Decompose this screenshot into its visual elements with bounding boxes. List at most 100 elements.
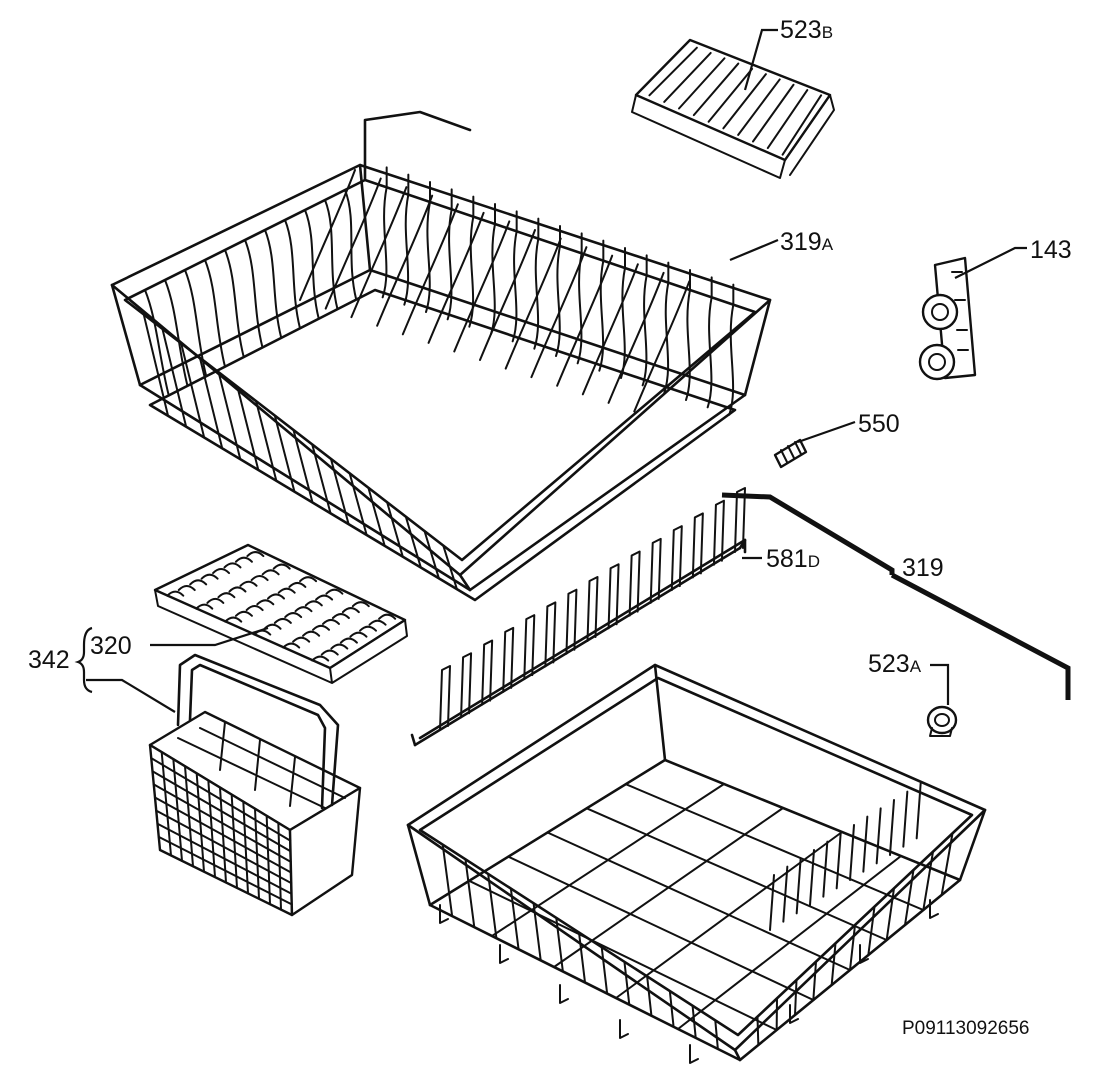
- basket-mesh: [156, 822, 293, 895]
- grid-slot: [378, 613, 397, 620]
- basket-wire: [442, 544, 458, 591]
- basket-wire: [404, 515, 422, 569]
- floor-wire: [624, 783, 925, 911]
- fold-down-tine: [691, 512, 704, 579]
- plate-rack-tine: [607, 271, 665, 404]
- basket-tine: [555, 225, 561, 357]
- basket-upright: [623, 960, 631, 1006]
- plate-rack-tine: [350, 186, 408, 319]
- basket-upright: [922, 850, 934, 911]
- basket-tine: [344, 189, 358, 301]
- basket-upright: [812, 960, 817, 1001]
- basket-wire: [367, 486, 386, 547]
- grid-slot: [288, 581, 307, 588]
- basket-mesh: [154, 796, 292, 874]
- basket-mesh: [157, 835, 293, 906]
- plate-rack-tine: [633, 280, 691, 413]
- callout-550: 550: [858, 410, 900, 438]
- basket-tine: [598, 239, 605, 372]
- leader-143: [954, 246, 1027, 279]
- assembly-bracket-319: [721, 492, 1071, 700]
- plate-rack-tine: [530, 246, 588, 379]
- shelf-slat: [663, 51, 712, 103]
- grid-slot: [239, 580, 258, 587]
- fold-down-tine: [460, 652, 473, 719]
- basket-tine: [685, 269, 691, 401]
- grid-slot: [246, 551, 265, 558]
- grid-slot: [359, 625, 378, 632]
- basket-tine: [204, 259, 226, 368]
- plate-rack-tine: [299, 169, 356, 301]
- basket-tine: [244, 239, 264, 349]
- basket-upright: [849, 924, 856, 971]
- floor-wire: [546, 831, 851, 971]
- callout-143: 143: [1030, 236, 1072, 264]
- basket-wire: [292, 429, 314, 504]
- grid-slot: [250, 575, 269, 582]
- shelf-slat: [692, 62, 740, 117]
- floor-wire: [507, 855, 815, 1001]
- grid-slot: [304, 600, 323, 607]
- basket-foot: [859, 944, 869, 964]
- basket-tine: [576, 232, 583, 365]
- roller-assembly-part: [918, 256, 977, 381]
- basket-tine: [324, 199, 339, 311]
- basket-tine: [889, 799, 895, 856]
- fold-down-tine: [734, 487, 746, 553]
- shelf-slat: [752, 83, 795, 143]
- basket-wire: [423, 530, 440, 580]
- basket-upright: [830, 942, 837, 986]
- basket-wire: [273, 414, 296, 493]
- basket-wire: [255, 400, 278, 482]
- grid-slot: [234, 556, 253, 563]
- callout-320: 320: [90, 632, 132, 660]
- grid-slot: [321, 618, 340, 625]
- basket-upright: [509, 887, 520, 951]
- basket-wire: [180, 342, 206, 439]
- grid-slot: [228, 586, 247, 593]
- fold-down-tine: [586, 576, 599, 642]
- basket-foot: [499, 944, 509, 964]
- grid-slot: [272, 563, 291, 570]
- basket-upright: [794, 979, 798, 1016]
- basket-upright: [464, 858, 476, 929]
- floor-wire: [553, 807, 784, 968]
- floor-wire: [615, 831, 843, 999]
- basket-upright: [646, 975, 653, 1017]
- leader-320: [150, 626, 269, 647]
- shelf-slat: [722, 73, 767, 130]
- plate-rack-tine: [556, 254, 614, 387]
- plate-rack-tine: [324, 177, 382, 310]
- basket-tine: [809, 849, 815, 906]
- grid-slot: [315, 594, 334, 601]
- callout-319a: 319A: [780, 228, 834, 256]
- grid-slot: [368, 619, 387, 626]
- grid-slot: [256, 599, 275, 606]
- basket-tine: [284, 219, 301, 330]
- basket-tine: [875, 807, 882, 865]
- fold-down-tine: [439, 665, 451, 731]
- reference-code: P09113092656: [902, 1018, 1030, 1039]
- basket-mesh: [155, 809, 293, 885]
- grid-slot: [330, 643, 349, 650]
- grid-slot: [206, 597, 225, 604]
- basket-upright: [487, 872, 498, 940]
- basket-tine: [468, 195, 475, 328]
- callout-319: 319: [902, 554, 944, 582]
- plate-rack-tine: [453, 220, 511, 353]
- grid-slot: [200, 573, 219, 580]
- basket-wire: [311, 443, 332, 515]
- basket-wire: [161, 327, 188, 428]
- fold-down-tine: [628, 550, 641, 617]
- basket-upright: [578, 931, 586, 984]
- grid-slot: [284, 612, 303, 619]
- grid-slot: [294, 606, 313, 613]
- grid-slot: [195, 603, 214, 610]
- grid-slot: [189, 579, 208, 586]
- shelf-slat: [678, 57, 726, 110]
- grid-slot: [245, 605, 264, 612]
- basket-tine: [490, 203, 496, 335]
- fold-down-tine: [502, 626, 515, 693]
- basket-upright: [691, 1004, 697, 1039]
- wheel-part: [926, 705, 958, 737]
